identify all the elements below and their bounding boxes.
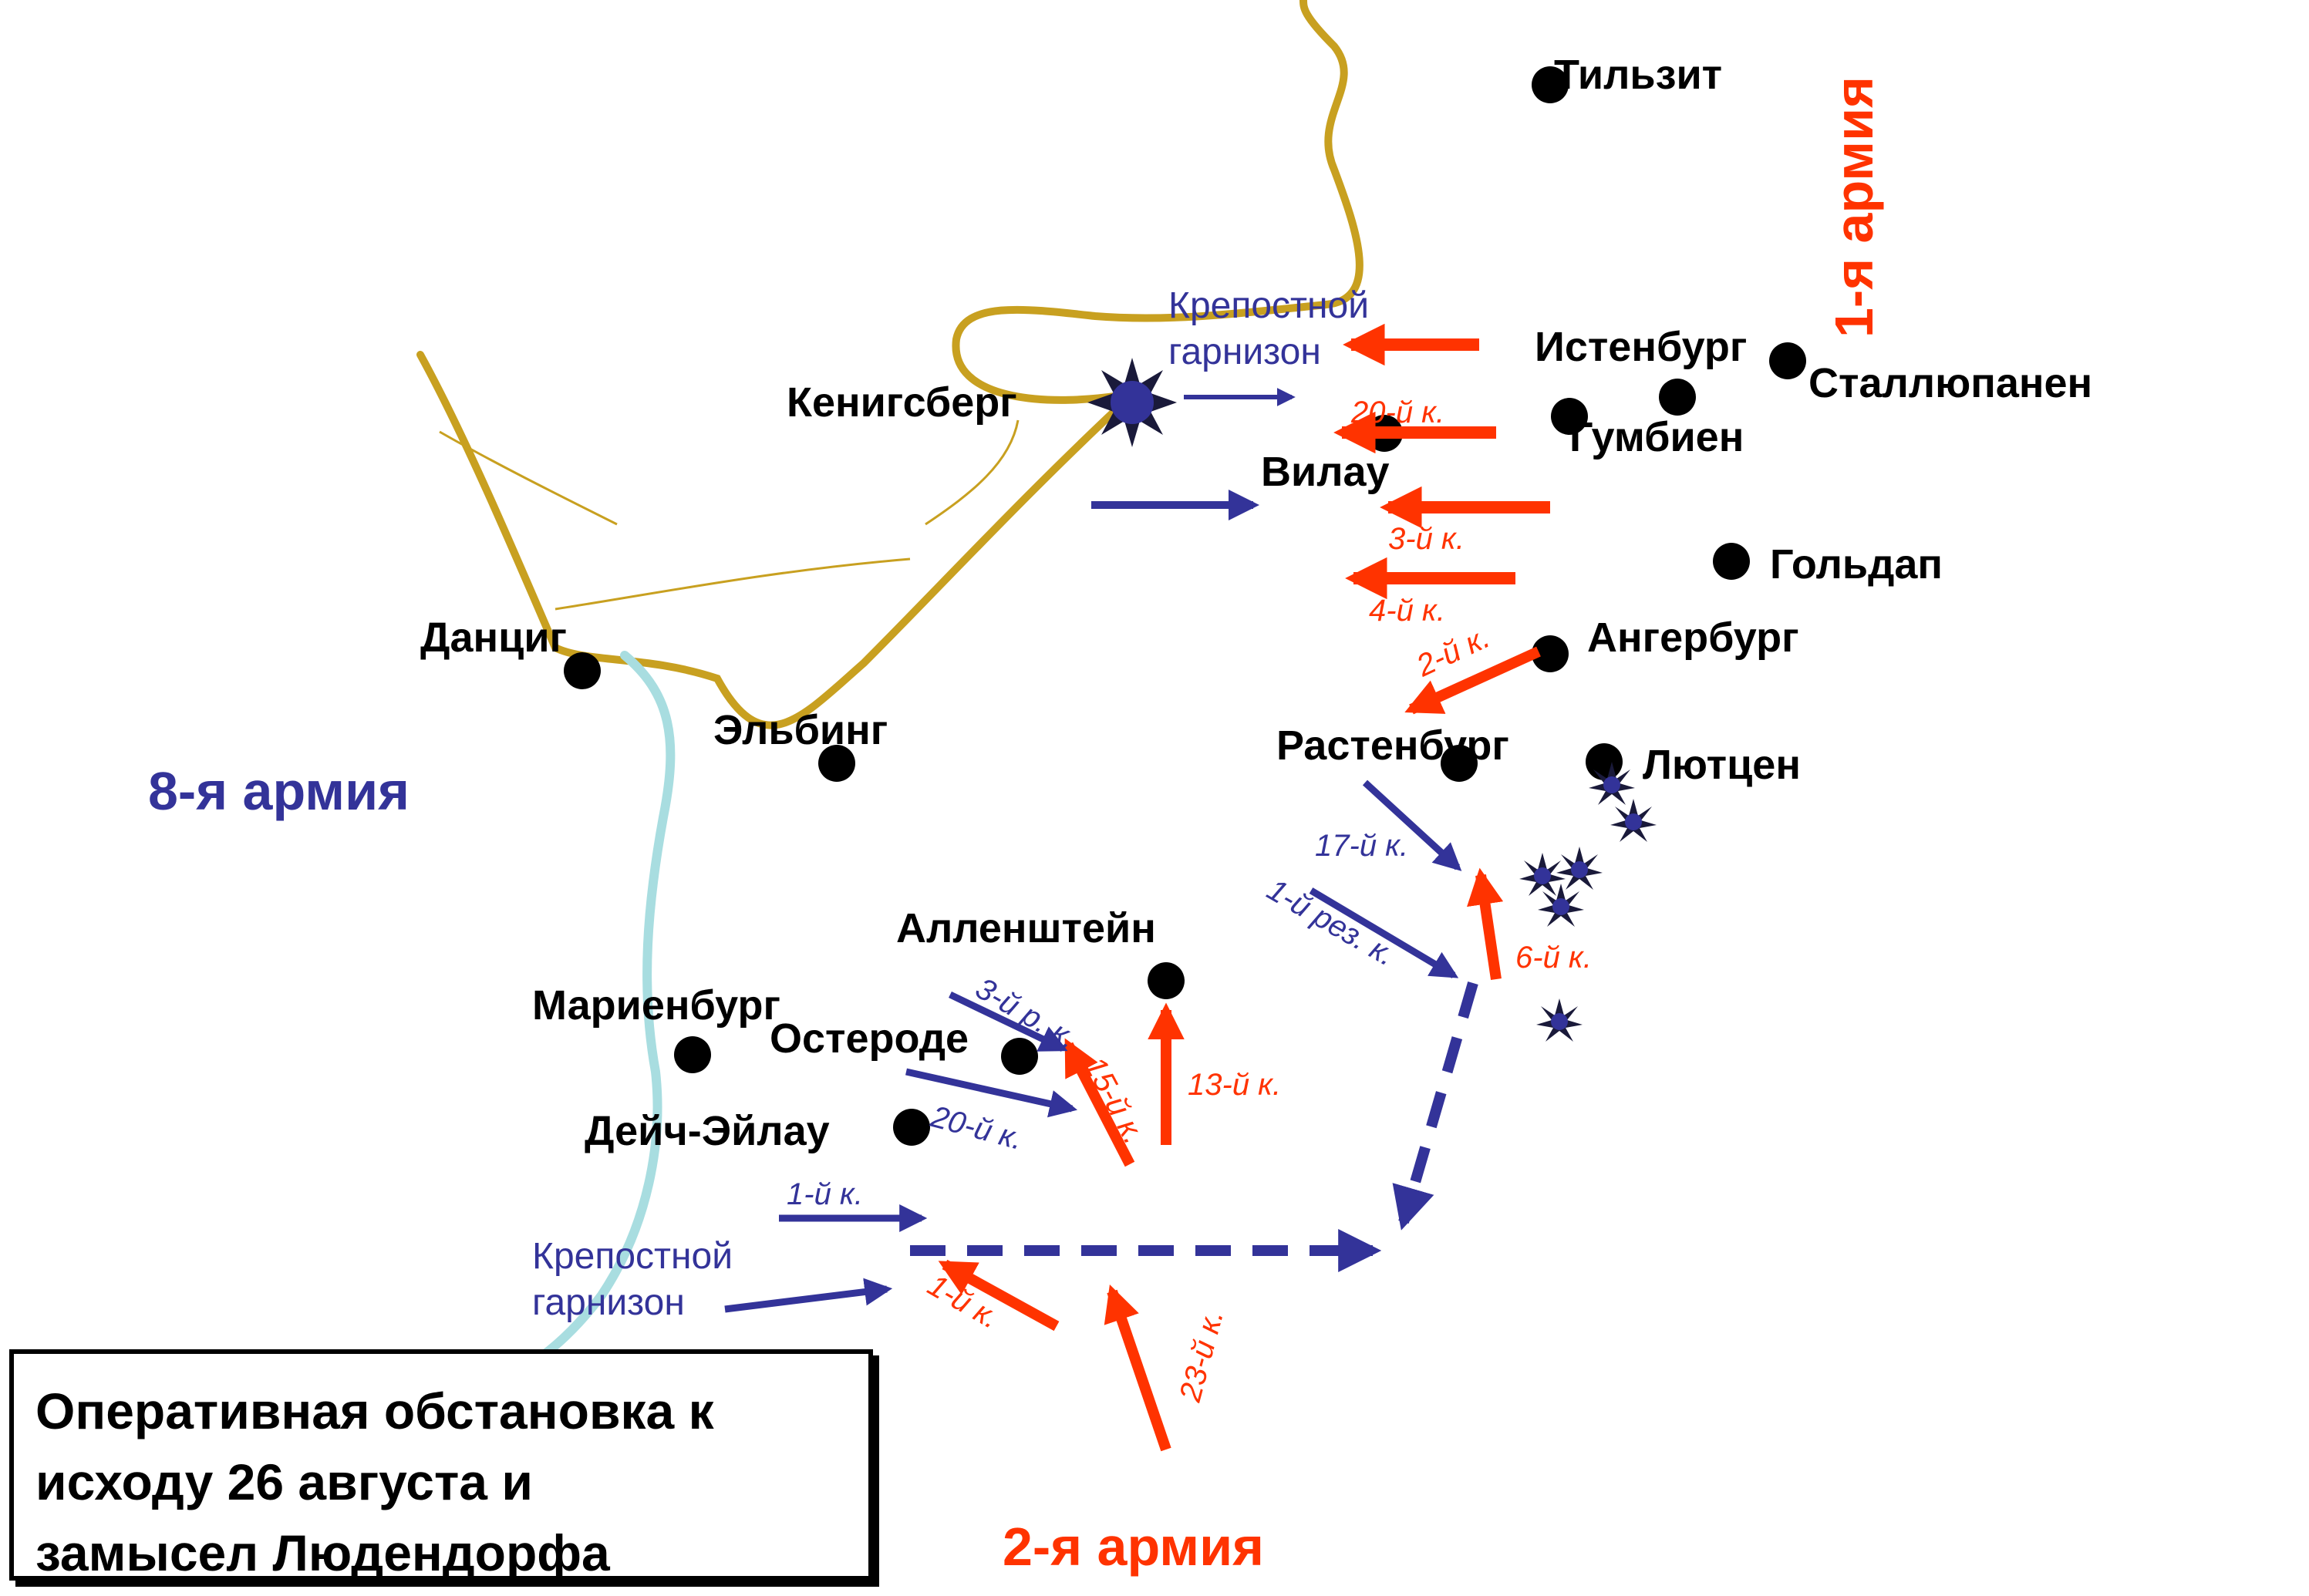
arrow-red-1 <box>938 1259 1060 1332</box>
arrow-red-23 <box>1104 1284 1171 1452</box>
city-label-gumbinen: Гумбиен <box>1569 414 1744 460</box>
arrow-blue-3-res <box>949 991 1068 1052</box>
title-box: Оперативная обстановка к исходу 26 авгус… <box>9 1349 873 1581</box>
border-line-north <box>952 0 1363 404</box>
arrow-red-6 <box>1467 867 1504 981</box>
city-label-danzig: Данциг <box>420 614 567 661</box>
border-line-thin-2 <box>554 557 911 611</box>
border-line-thin-1 <box>439 430 618 526</box>
title-text-block: Оперативная обстановка к исходу 26 авгус… <box>14 1354 868 1588</box>
arrow-blue-17 <box>1362 779 1462 871</box>
city-label-istenburg: Истенбург <box>1535 324 1747 370</box>
title-line-1: Оперативная обстановка к <box>35 1382 714 1439</box>
city-label-elbing: Эльбинг <box>713 707 888 753</box>
border-line-main <box>416 351 1138 729</box>
arrow-blue-20 <box>905 1068 1078 1118</box>
corps-label-red-20: 20-й к. <box>1350 396 1444 429</box>
dot-rastenburg <box>1441 745 1478 782</box>
dot-angerburg <box>1532 635 1569 672</box>
battle-star-icon <box>1536 998 1583 1042</box>
city-label-vilau: Вилау <box>1261 449 1390 495</box>
city-label-osterode: Остероде <box>770 1015 969 1062</box>
corps-label-blue-1: 1-й к. <box>787 1177 863 1211</box>
army-label-1st: 1-я армия <box>1824 76 1884 338</box>
river-vistula <box>474 651 676 1392</box>
garrison-label-north-1: Крепостной <box>1168 285 1369 326</box>
corps-label-red-23: 23-й к. <box>1173 1306 1230 1406</box>
battle-star-icon <box>1538 884 1584 927</box>
city-label-goldap: Гольдап <box>1770 541 1943 588</box>
battle-star-icon <box>1610 799 1657 842</box>
city-label-stallupanen: Сталлюпанен <box>1808 360 2092 406</box>
dot-marienburg <box>674 1036 711 1073</box>
arrow-blue-1-res <box>1309 887 1459 978</box>
battle-star-icon <box>1556 847 1603 890</box>
dot-goldap <box>1713 543 1750 580</box>
dot-istenburg <box>1659 379 1696 416</box>
corps-label-blue-20: 20-й к. <box>927 1099 1026 1157</box>
dot-tilsit <box>1532 66 1569 103</box>
arrow-blue-south-garrison <box>724 1278 893 1313</box>
city-label-allenstein: Алленштейн <box>896 905 1156 951</box>
city-label-marienburg: Мариенбург <box>532 982 780 1029</box>
city-label-koenigsberg: Кенигсберг <box>787 379 1017 426</box>
city-label-rastenburg: Растенбург <box>1276 722 1509 769</box>
corps-label-red-3: 3-й к. <box>1388 522 1465 556</box>
dot-deutsch-eylau <box>893 1109 930 1146</box>
dot-elbing <box>818 745 855 782</box>
city-label-angerburg: Ангербург <box>1587 614 1799 661</box>
arrow-red-2 <box>1404 646 1541 715</box>
corps-label-blue-17: 17-й к. <box>1315 829 1408 863</box>
title-line-2: исходу 26 августа и <box>35 1453 533 1510</box>
dot-danzig <box>564 652 601 689</box>
battle-star-icon <box>1519 853 1566 896</box>
city-label-deutsch-eylau: Дейч-Эйлау <box>585 1108 830 1154</box>
title-line-3: замысел Людендорфа <box>35 1524 610 1581</box>
corps-label-red-15: 15-й к. <box>1077 1052 1151 1150</box>
city-label-lutzen: Лютцен <box>1643 742 1801 788</box>
border-line-thin-3 <box>925 419 1020 526</box>
garrison-label-south-1: Крепостной <box>532 1236 733 1277</box>
corps-label-blue-1-res: 1-й рез. к. <box>1262 873 1401 973</box>
garrison-label-south-2: гарнизон <box>532 1282 685 1323</box>
dot-allenstein <box>1148 962 1185 999</box>
koenigsberg-fortress-icon <box>1087 358 1177 447</box>
dot-gumbinen <box>1551 398 1588 435</box>
army-label-2nd: 2-я армия <box>1003 1517 1264 1577</box>
dot-osterode <box>1001 1038 1038 1075</box>
dot-lutzen <box>1586 743 1623 780</box>
city-label-tilsit: Тильзит <box>1554 52 1722 98</box>
dot-stallupanen <box>1769 342 1806 379</box>
corps-label-red-13: 13-й к. <box>1188 1068 1281 1102</box>
dashed-line-east <box>1392 982 1478 1231</box>
corps-label-red-6: 6-й к. <box>1515 941 1592 975</box>
corps-label-red-4: 4-й к. <box>1369 594 1445 628</box>
garrison-label-north-2: гарнизон <box>1168 332 1321 372</box>
army-label-8th: 8-я армия <box>148 761 410 821</box>
arrow-red-15 <box>1063 1038 1135 1167</box>
